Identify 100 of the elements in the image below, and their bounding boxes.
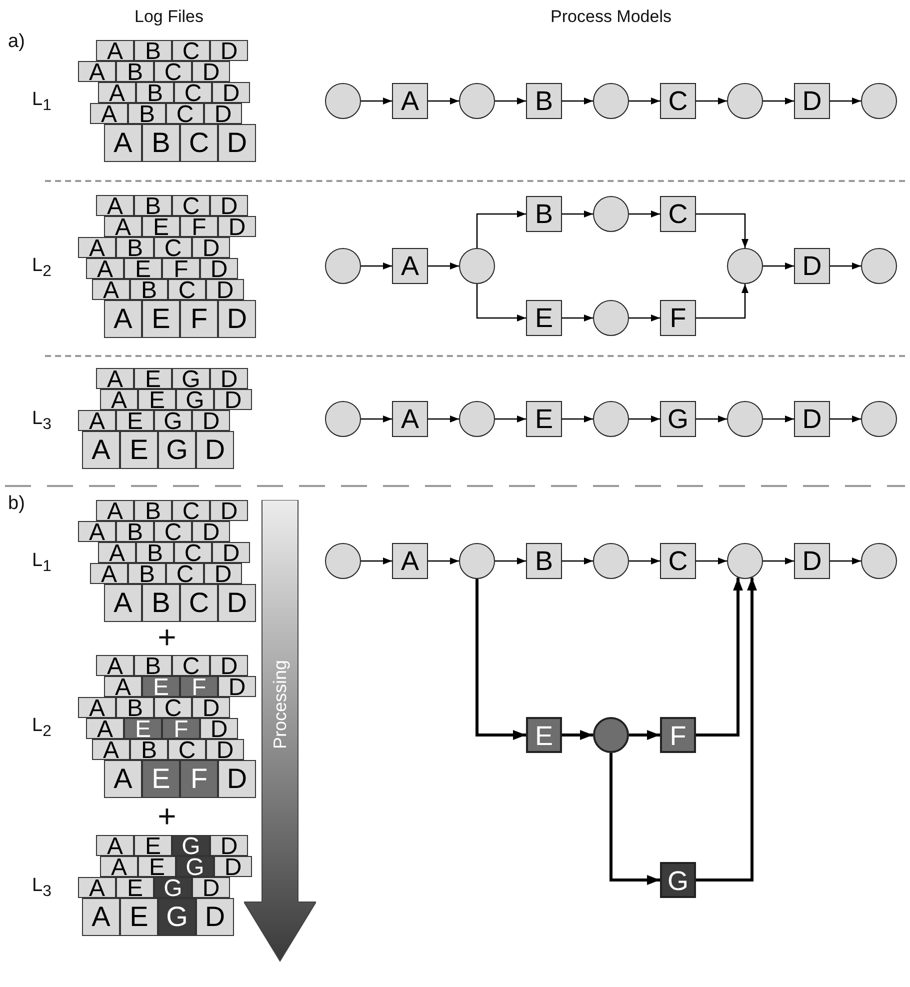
event-cell: A xyxy=(100,856,138,877)
event-cell: D xyxy=(210,835,248,856)
arrow xyxy=(476,210,526,248)
place-circle xyxy=(459,83,495,119)
event-cell: D xyxy=(218,584,256,622)
arrow xyxy=(629,558,660,564)
event-cell: A xyxy=(104,300,142,338)
event-cell: B xyxy=(116,697,154,718)
event-cell: D xyxy=(196,898,234,936)
arrow xyxy=(562,730,593,740)
event-cell: D xyxy=(214,856,252,877)
event-cell: F xyxy=(180,300,218,338)
arrow xyxy=(696,284,748,319)
event-cell: C xyxy=(172,195,210,216)
place-circle xyxy=(727,83,763,119)
event-cell: A xyxy=(104,124,142,162)
column-heading: Log Files xyxy=(134,7,204,26)
arrow xyxy=(696,98,727,104)
arrow xyxy=(696,578,757,882)
log-label: L$_{3}$ xyxy=(32,408,52,429)
event-cell: D xyxy=(218,124,256,162)
event-cell: G xyxy=(172,368,210,389)
transition-box: B xyxy=(526,196,562,232)
arrow xyxy=(495,98,526,104)
event-cell: A xyxy=(96,40,134,61)
arrow xyxy=(830,262,861,270)
place-circle xyxy=(593,196,629,232)
event-cell: A xyxy=(78,237,116,258)
event-cell: B xyxy=(130,279,168,300)
event-cell: B xyxy=(128,103,166,124)
event-cell: G xyxy=(158,898,196,936)
event-cell: D xyxy=(218,216,256,237)
event-cell: D xyxy=(204,563,242,584)
event-cell: C xyxy=(154,697,192,718)
arrow xyxy=(428,416,459,422)
transition-box: F xyxy=(660,717,696,753)
panel-label: b) xyxy=(8,493,25,514)
arrow xyxy=(763,416,794,422)
place-circle xyxy=(325,248,361,284)
event-cell: E xyxy=(120,898,158,936)
event-cell: D xyxy=(210,655,248,676)
transition-box: A xyxy=(392,401,428,437)
event-cell: B xyxy=(130,739,168,760)
place-circle xyxy=(727,401,763,437)
arrow xyxy=(562,210,593,218)
event-cell: A xyxy=(100,389,138,410)
arrow xyxy=(629,416,660,422)
event-cell: D xyxy=(192,697,230,718)
event-cell: C xyxy=(174,542,212,563)
event-cell: C xyxy=(168,739,206,760)
event-cell: A xyxy=(82,898,120,936)
arrow xyxy=(610,753,660,885)
event-cell: D xyxy=(218,676,256,697)
transition-box: C xyxy=(660,83,696,119)
event-cell: A xyxy=(92,279,130,300)
event-cell: B xyxy=(142,124,180,162)
event-cell: D xyxy=(192,877,230,898)
event-cell: B xyxy=(134,655,172,676)
arrow xyxy=(361,416,392,422)
log-label: L$_{2}$ xyxy=(32,715,52,736)
event-cell: C xyxy=(154,521,192,542)
place-circle xyxy=(727,543,763,579)
event-cell: A xyxy=(98,542,136,563)
event-cell: D xyxy=(204,103,242,124)
event-cell: C xyxy=(172,655,210,676)
transition-box: E xyxy=(526,300,562,336)
event-cell: E xyxy=(142,760,180,798)
arrow xyxy=(830,558,861,564)
event-cell: A xyxy=(90,563,128,584)
event-cell: D xyxy=(196,431,234,469)
event-cell: A xyxy=(104,216,142,237)
event-cell: D xyxy=(206,739,244,760)
event-cell: D xyxy=(192,521,230,542)
event-cell: B xyxy=(134,500,172,521)
event-cell: B xyxy=(134,195,172,216)
place-circle xyxy=(459,401,495,437)
event-cell: A xyxy=(86,258,124,279)
transition-box: E xyxy=(526,717,562,753)
column-heading: Process Models xyxy=(550,7,672,26)
arrow xyxy=(361,558,392,564)
event-cell: A xyxy=(78,410,116,431)
event-cell: A xyxy=(96,368,134,389)
event-cell: C xyxy=(154,237,192,258)
log-label: L$_{2}$ xyxy=(32,255,52,276)
arrow xyxy=(696,558,727,564)
place-circle xyxy=(727,248,763,284)
event-cell: F xyxy=(162,258,200,279)
transition-box: E xyxy=(526,401,562,437)
place-circle xyxy=(593,83,629,119)
event-cell: F xyxy=(180,676,218,697)
event-cell: A xyxy=(78,697,116,718)
place-circle xyxy=(861,543,897,579)
place-circle xyxy=(459,543,495,579)
panel-label: a) xyxy=(8,31,25,52)
event-cell: C xyxy=(180,584,218,622)
event-cell: A xyxy=(82,431,120,469)
arrow xyxy=(476,284,526,322)
place-circle xyxy=(459,248,495,284)
event-cell: B xyxy=(116,61,154,82)
event-cell: D xyxy=(212,82,250,103)
